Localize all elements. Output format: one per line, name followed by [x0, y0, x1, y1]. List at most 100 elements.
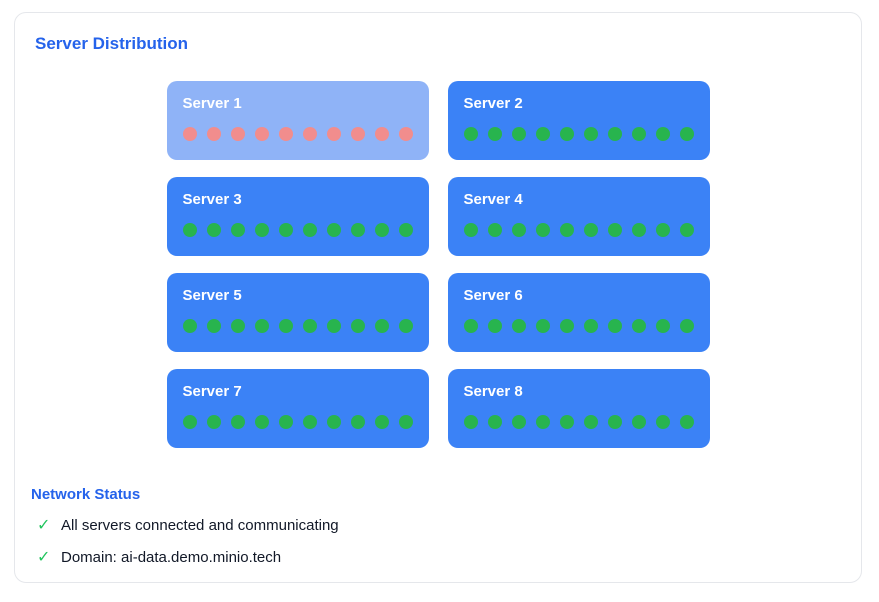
server-card: Server 2 — [447, 81, 710, 160]
status-dot — [206, 319, 221, 333]
network-status-text: All servers connected and communicating — [61, 517, 339, 534]
status-dot — [487, 319, 502, 333]
status-dot — [398, 127, 413, 141]
network-status-list: ✓ All servers connected and communicating… — [31, 516, 841, 568]
status-dot — [398, 319, 413, 333]
server-name: Server 2 — [463, 95, 523, 112]
status-dot — [230, 127, 245, 141]
status-dot — [398, 415, 413, 429]
check-icon: ✓ — [37, 549, 51, 566]
status-dot — [655, 415, 670, 429]
status-dot — [278, 319, 293, 333]
status-dot — [206, 415, 221, 429]
status-dot — [350, 127, 365, 141]
status-dot — [655, 127, 670, 141]
status-dot — [463, 127, 478, 141]
server-dot-row — [463, 415, 694, 429]
status-dot — [230, 415, 245, 429]
server-dot-row — [463, 223, 694, 237]
server-card: Server 7 — [166, 369, 429, 448]
status-dot — [230, 223, 245, 237]
status-dot — [206, 127, 221, 141]
status-dot — [398, 223, 413, 237]
status-dot — [254, 127, 269, 141]
check-icon: ✓ — [37, 517, 51, 534]
network-status-item: ✓ All servers connected and communicating — [31, 516, 841, 536]
status-dot — [302, 415, 317, 429]
status-dot — [679, 319, 694, 333]
status-dot — [182, 127, 197, 141]
server-name: Server 7 — [182, 383, 242, 400]
status-dot — [487, 127, 502, 141]
status-dot — [487, 223, 502, 237]
status-dot — [326, 127, 341, 141]
server-dot-row — [182, 319, 413, 333]
status-dot — [655, 223, 670, 237]
server-card: Server 5 — [166, 273, 429, 352]
status-dot — [463, 415, 478, 429]
status-dot — [583, 415, 598, 429]
status-dot — [182, 415, 197, 429]
server-name: Server 8 — [463, 383, 523, 400]
status-dot — [535, 223, 550, 237]
network-status-text: Domain: ai-data.demo.minio.tech — [61, 549, 282, 566]
status-dot — [559, 127, 574, 141]
server-grid: Server 1 Server 2 Server 3 Server 4 Server 5… — [166, 81, 710, 448]
status-dot — [487, 415, 502, 429]
status-dot — [302, 223, 317, 237]
network-status-title: Network Status — [31, 486, 141, 503]
status-dot — [511, 223, 526, 237]
status-dot — [463, 223, 478, 237]
server-card: Server 3 — [166, 177, 429, 256]
status-dot — [302, 127, 317, 141]
status-dot — [631, 223, 646, 237]
server-card: Server 6 — [447, 273, 710, 352]
status-dot — [511, 127, 526, 141]
server-name: Server 4 — [463, 191, 523, 208]
status-dot — [350, 223, 365, 237]
status-dot — [631, 415, 646, 429]
status-dot — [583, 223, 598, 237]
status-dot — [326, 223, 341, 237]
status-dot — [559, 415, 574, 429]
server-card: Server 1 — [166, 81, 429, 160]
status-dot — [679, 223, 694, 237]
status-dot — [374, 415, 389, 429]
status-dot — [374, 127, 389, 141]
status-dot — [607, 415, 622, 429]
status-dot — [326, 415, 341, 429]
status-dot — [254, 319, 269, 333]
status-dot — [583, 127, 598, 141]
status-dot — [535, 319, 550, 333]
status-dot — [374, 319, 389, 333]
status-dot — [679, 127, 694, 141]
status-dot — [559, 223, 574, 237]
status-dot — [511, 415, 526, 429]
status-dot — [350, 415, 365, 429]
status-dot — [607, 127, 622, 141]
server-dot-row — [182, 415, 413, 429]
status-dot — [206, 223, 221, 237]
status-dot — [254, 415, 269, 429]
server-dot-row — [463, 127, 694, 141]
status-dot — [535, 127, 550, 141]
status-dot — [583, 319, 598, 333]
status-dot — [655, 319, 670, 333]
server-dot-row — [182, 127, 413, 141]
server-name: Server 6 — [463, 287, 523, 304]
page-title: Server Distribution — [35, 34, 189, 53]
status-dot — [182, 223, 197, 237]
status-dot — [278, 127, 293, 141]
network-status-item: ✓ Domain: ai-data.demo.minio.tech — [31, 548, 841, 568]
status-dot — [535, 415, 550, 429]
status-dot — [631, 319, 646, 333]
server-card: Server 4 — [447, 177, 710, 256]
status-dot — [511, 319, 526, 333]
status-dot — [607, 223, 622, 237]
server-card: Server 8 — [447, 369, 710, 448]
status-dot — [302, 319, 317, 333]
status-dot — [631, 127, 646, 141]
status-dot — [559, 319, 574, 333]
server-name: Server 5 — [182, 287, 242, 304]
status-dot — [254, 223, 269, 237]
